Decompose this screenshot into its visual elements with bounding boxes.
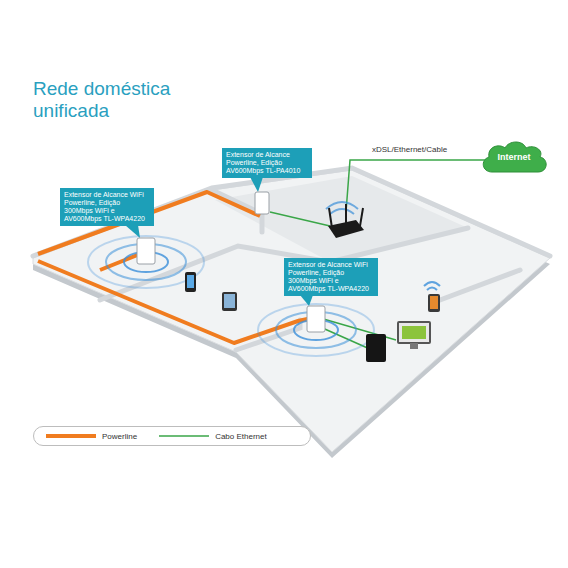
cloud-outline — [483, 142, 546, 172]
floor-slab — [33, 170, 550, 458]
legend-box: Powerline Cabo Ethernet — [33, 426, 311, 446]
callout-text: Extensor de Alcance WiFi Powerline, Ediç… — [288, 261, 374, 293]
legend-text: Cabo Ethernet — [215, 432, 267, 441]
callout-box: Extensor de Alcance WiFi Powerline, Ediç… — [284, 258, 378, 296]
callout-box: Extensor de Alcance Powerline, Edição AV… — [222, 148, 312, 178]
legend-line — [46, 434, 96, 438]
legend-line — [159, 435, 209, 437]
legend-item: Cabo Ethernet — [159, 432, 267, 441]
legend-line-sample — [46, 432, 96, 440]
callout-text: Extensor de Alcance Powerline, Edição AV… — [226, 151, 308, 175]
cable-type-label: xDSL/Ethernet/Cable — [370, 145, 449, 155]
legend-item: Powerline — [46, 432, 137, 441]
ethernet-cable — [270, 160, 486, 350]
cloud-label: Internet — [497, 152, 530, 162]
legend-line-sample — [159, 432, 209, 440]
callout-box: Extensor de Alcance WiFi Powerline, Ediç… — [60, 188, 154, 226]
devices — [137, 192, 440, 362]
walls — [33, 168, 550, 350]
legend-text: Powerline — [102, 432, 137, 441]
callout-text: Extensor de Alcance WiFi Powerline, Ediç… — [64, 191, 150, 223]
cloud-node: Internet — [478, 138, 550, 176]
diagram-title: Rede doméstica unificada — [33, 78, 198, 122]
